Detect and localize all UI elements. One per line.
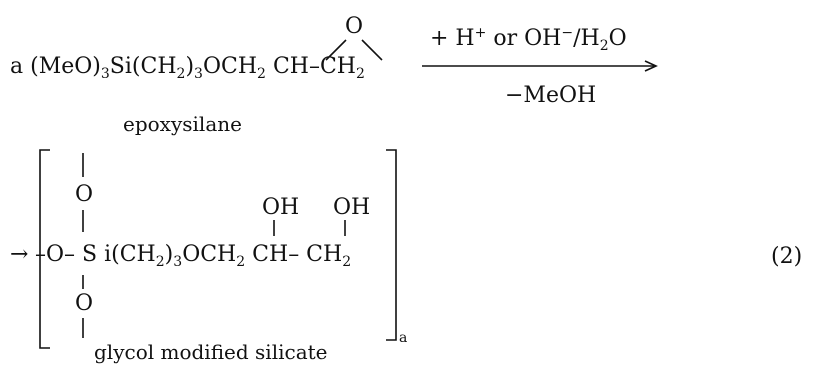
epoxide-bond-right [361,39,383,61]
coefficient: a [10,54,24,79]
conditions-above-arrow: + H+ or OH−/H2O [430,25,627,54]
epoxide-oxygen: O [345,14,364,39]
epoxysilane-label: epoxysilane [123,112,242,136]
oh-group-1: OH [262,195,300,220]
product-chain: –O– S i(CH2)3OCH2 CH– CH2 [35,242,352,270]
equation-number: (2) [771,244,803,269]
epoxide-bond-left [325,39,347,61]
left-bracket [39,149,50,349]
reactant-formula: a (MeO)3Si(CH2)3OCH2 CH–CH2 [10,54,365,82]
right-bracket [386,149,397,341]
oh-group-2: OH [333,195,371,220]
top-oxygen: O [75,182,94,207]
product-arrow: → [10,242,29,267]
reaction-arrow-head [644,60,658,72]
repeat-index: a [399,330,408,346]
glycol-silicate-label: glycol modified silicate [94,340,328,364]
bottom-oxygen: O [75,291,94,316]
conditions-below-arrow: −MeOH [505,83,597,108]
